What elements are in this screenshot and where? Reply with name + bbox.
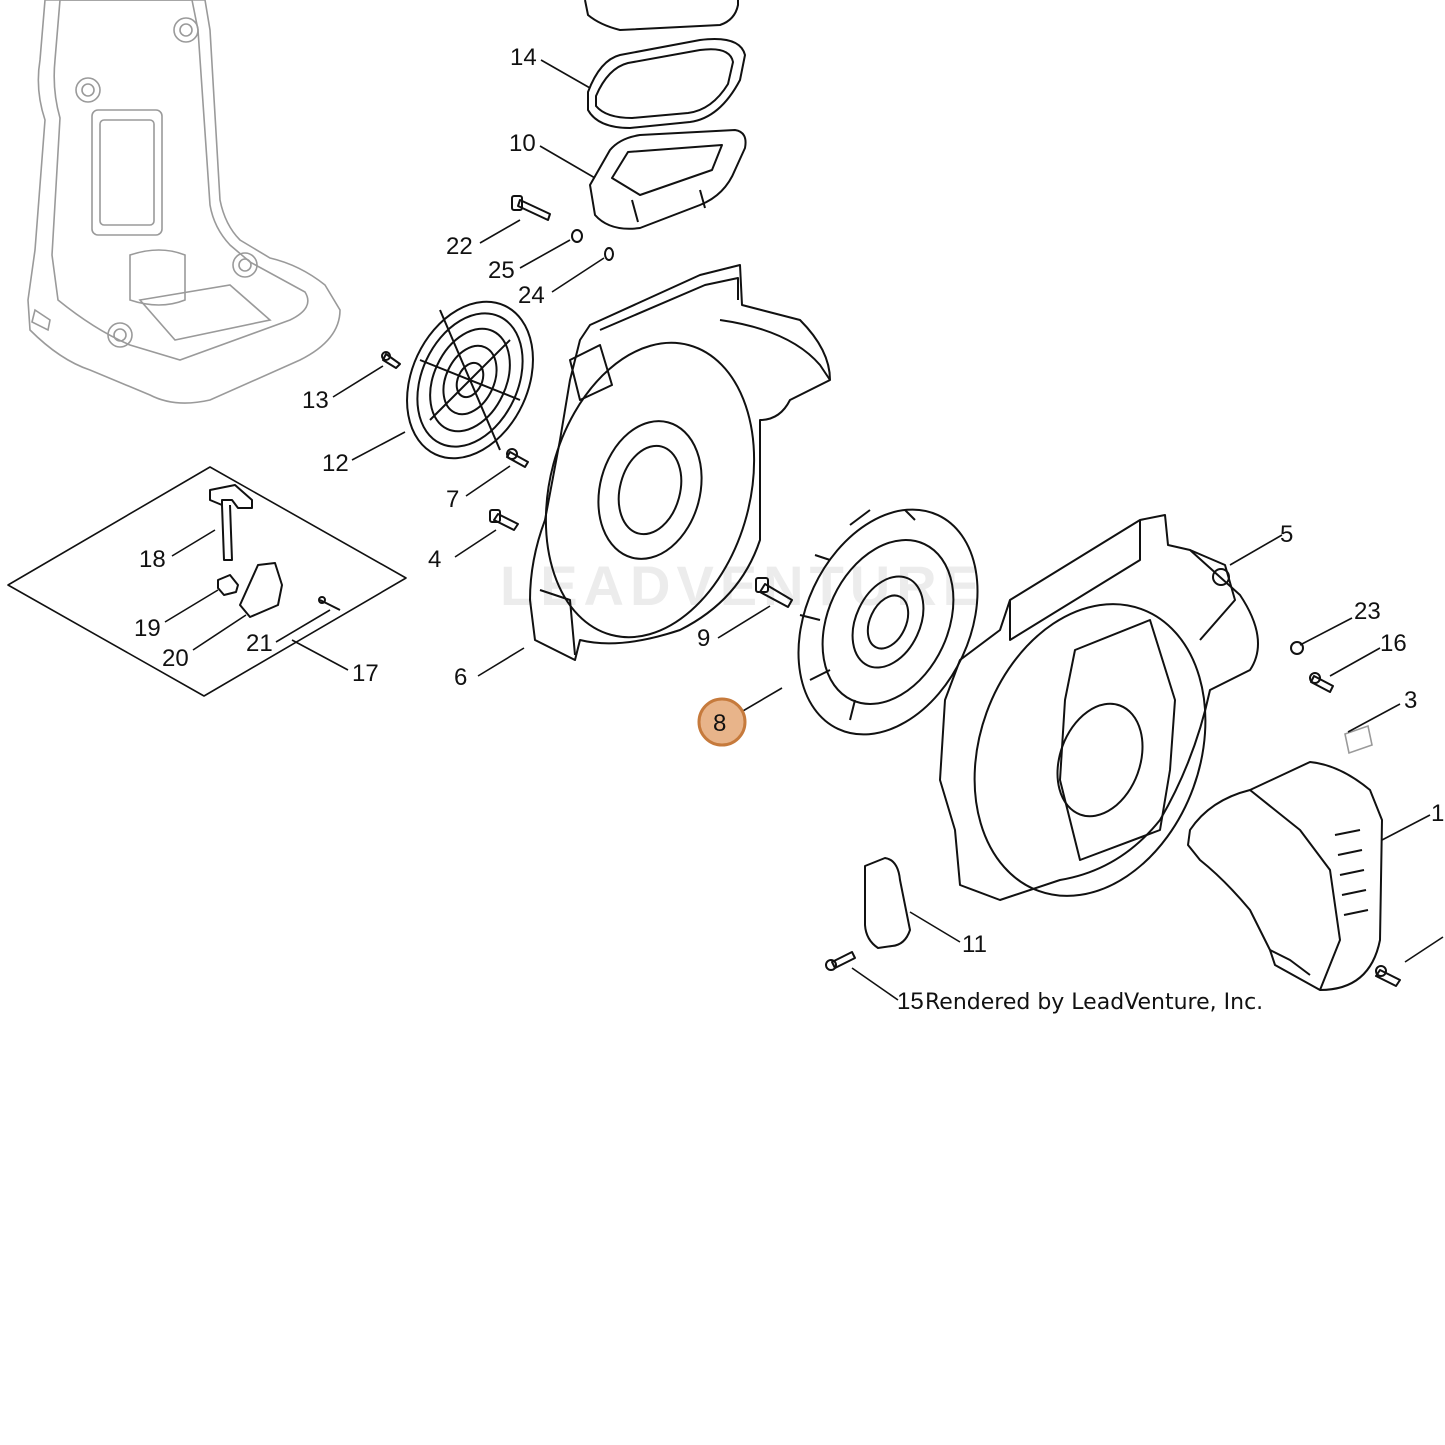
impeller-part-8: [797, 508, 979, 736]
front-housing-part: [939, 514, 1259, 901]
t-wrench-part-18: [209, 484, 253, 561]
tool-kit-box-part-17: [7, 466, 407, 697]
callout-4[interactable]: 4: [428, 546, 441, 573]
bolt-part-4: [489, 509, 519, 531]
nut-part-19: [217, 574, 239, 596]
screw-part-15a: [825, 951, 856, 971]
callout-11[interactable]: 11: [962, 931, 987, 958]
cover-plate-part-11: [864, 857, 911, 949]
callout-21[interactable]: 21: [246, 630, 273, 657]
filter-holder-part-10: [589, 129, 747, 230]
washer-part-24: [604, 247, 614, 261]
render-credit: Rendered by LeadVenture, Inc.: [925, 990, 1263, 1015]
callout-3[interactable]: 3: [1404, 687, 1417, 714]
washer-part-25: [571, 229, 583, 243]
callout-23[interactable]: 23: [1354, 598, 1381, 625]
label-part-3: [1344, 724, 1373, 755]
fan-housing-part-6: [529, 264, 831, 661]
callout-14[interactable]: 14: [510, 44, 537, 71]
nut-part-23: [1290, 641, 1304, 655]
callout-5[interactable]: 5: [1280, 521, 1293, 548]
callout-1[interactable]: 1: [1431, 800, 1444, 827]
callout-18[interactable]: 18: [139, 546, 166, 573]
screw-part-15b: [1375, 965, 1401, 987]
callout-12[interactable]: 12: [322, 450, 349, 477]
callout-25[interactable]: 25: [488, 257, 515, 284]
callout-10[interactable]: 10: [509, 130, 536, 157]
screw-part-22: [511, 195, 551, 221]
backpack-frame-part: [27, 0, 341, 404]
screw-part-7: [506, 448, 529, 468]
engine-cover-part-1: [1187, 761, 1383, 991]
callout-9[interactable]: 9: [697, 625, 710, 652]
bolt-part-9: [755, 577, 793, 608]
highlighted-callout-8[interactable]: 8: [697, 697, 747, 747]
screw-part-16: [1309, 672, 1334, 693]
callout-7[interactable]: 7: [446, 486, 459, 513]
leader-lines: [164, 59, 1444, 1001]
callout-16[interactable]: 16: [1380, 630, 1407, 657]
callout-17[interactable]: 17: [352, 660, 379, 687]
fan-guard-part-12: [406, 300, 534, 460]
screw-part-13: [381, 351, 401, 369]
highlight-circle: [697, 697, 747, 747]
callout-22[interactable]: 22: [446, 233, 473, 260]
watermark-text: LEADVENTURE: [500, 554, 986, 617]
callout-15[interactable]: 15: [897, 988, 924, 1015]
callout-20[interactable]: 20: [162, 645, 189, 672]
pin-part-21: [318, 596, 341, 611]
bracket-part-20: [239, 562, 283, 618]
callout-6[interactable]: 6: [454, 664, 467, 691]
gasket-part-14: [584, 0, 746, 129]
callout-24[interactable]: 24: [518, 282, 545, 309]
callout-13[interactable]: 13: [302, 387, 329, 414]
callout-8[interactable]: 8: [713, 710, 726, 737]
callout-19[interactable]: 19: [134, 615, 161, 642]
